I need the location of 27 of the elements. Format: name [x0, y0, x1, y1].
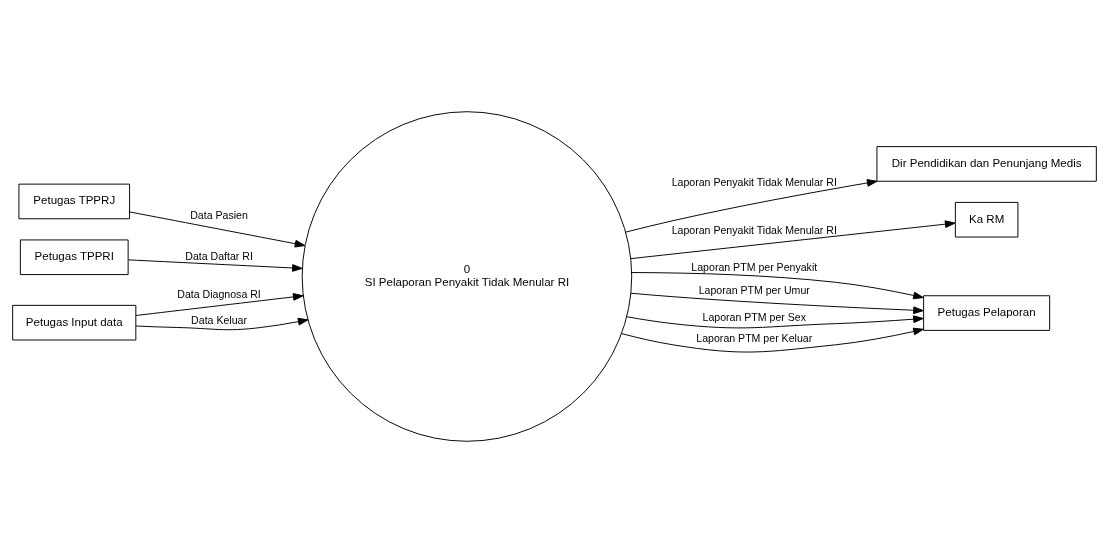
node-box: Dir Pendidikan dan Penunjang Medis: [876, 146, 1097, 182]
arrow: [129, 211, 306, 248]
edge-label: Laporan PTM per Umur: [698, 283, 810, 296]
edge-label: Laporan Penyakit Tidak Menular RI: [671, 175, 837, 188]
edge-label: Laporan PTM per Sex: [702, 310, 807, 323]
arrow: [127, 259, 303, 272]
arrow: [626, 315, 924, 329]
arrow: [630, 292, 924, 315]
edge-label: Data Keluar: [191, 314, 247, 327]
node-box: Petugas TPPRI: [19, 239, 129, 276]
node-box: Petugas Input data: [12, 304, 137, 341]
node-circle: 0 SI Pelaporan Penyakit Tidak Menular RI: [301, 111, 633, 442]
edge-label: Data Daftar RI: [185, 249, 253, 262]
edge-label: Laporan PTM per Keluar: [696, 331, 813, 344]
node-box: Petugas Pelaporan: [923, 295, 1051, 331]
node-box: Ka RM: [954, 201, 1019, 238]
edge-label: Laporan PTM per Penyakit: [691, 260, 818, 273]
arrow: [630, 220, 956, 260]
arrow: [135, 317, 309, 331]
edge-label: Data Pasien: [190, 208, 248, 221]
node-box: Petugas TPPRJ: [18, 183, 131, 220]
arrow: [621, 327, 924, 353]
edge-label: Data Diagnosa RI: [177, 288, 261, 301]
arrow: [631, 272, 924, 300]
edge-label: Laporan Penyakit Tidak Menular RI: [671, 223, 837, 236]
arrow: [135, 293, 304, 316]
arrow: [625, 179, 878, 233]
